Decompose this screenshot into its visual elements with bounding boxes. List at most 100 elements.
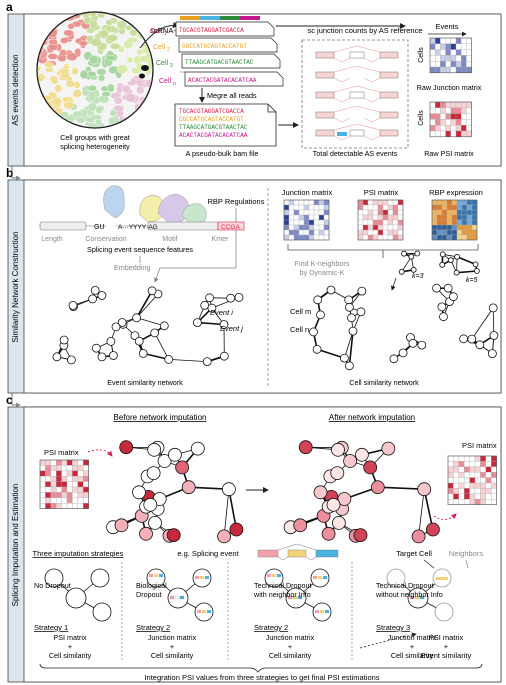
cell-blob	[51, 78, 59, 85]
c-psi-right-cell	[464, 477, 470, 484]
b-junction-cell	[303, 219, 310, 226]
b-rbp-cell	[441, 199, 448, 206]
b-rbp-cell	[456, 209, 463, 216]
raw-junction-cell	[429, 66, 436, 73]
cell-sub-2: 2	[167, 47, 170, 53]
junction-arc	[333, 85, 381, 93]
c-psi-right-cell	[469, 466, 476, 473]
cell-net-node	[339, 353, 349, 363]
b-junction-cell	[318, 224, 325, 231]
raw-psi-cell	[440, 130, 446, 137]
b-junction-cell	[313, 219, 320, 226]
junction-arc	[333, 117, 351, 123]
cell-blob	[62, 96, 70, 103]
cell-net-node	[439, 312, 448, 322]
c-psi-right-cell	[447, 472, 454, 478]
raw-junction-cell	[445, 49, 451, 56]
raw-junction-cell	[440, 37, 446, 44]
b-psi-cell	[387, 199, 394, 206]
after-net-node	[370, 480, 385, 495]
raw-psi-cell	[450, 107, 457, 114]
psi-to-network-arrow	[87, 449, 113, 457]
b-psi-cell	[357, 209, 364, 216]
c-psi-left-cell	[83, 481, 89, 488]
cell-net-node	[312, 344, 322, 354]
b-psi-cell	[387, 234, 394, 241]
c-psi-right-cell	[491, 499, 497, 505]
raw-psi-cell	[466, 119, 472, 126]
c-psi-right-cell	[469, 493, 476, 500]
b-rbp-cell	[471, 214, 478, 221]
example-splicing-event	[257, 543, 339, 561]
strategy-neighbor-node	[264, 568, 284, 588]
b-rbp-cell	[446, 224, 453, 231]
b-psi-cell	[387, 224, 394, 231]
b-psi-cell	[392, 214, 399, 221]
c-psi-left-cell	[77, 503, 84, 509]
exon-right	[379, 111, 399, 119]
strategy-formula1-1: PSI matrix	[53, 633, 87, 642]
before-net-node	[132, 485, 146, 500]
cell-groups-caption-line1: Cell groups with great	[60, 133, 130, 142]
b-psi-cell	[382, 224, 389, 231]
c-psi-left-cell	[45, 465, 51, 471]
after-net-node	[337, 492, 352, 506]
b-junction-cell	[313, 234, 320, 241]
b-rbp-cell	[466, 234, 473, 241]
network-to-psi-arrow	[433, 513, 457, 520]
after-net-node	[326, 497, 341, 512]
cell-blob	[139, 73, 145, 79]
junction-arc	[333, 123, 381, 131]
read-color-bar	[220, 16, 240, 20]
b-psi-cell	[382, 209, 389, 216]
raw-junction-cell	[461, 49, 467, 56]
b-junction-cell	[313, 214, 320, 221]
cell-blob	[58, 68, 70, 74]
c-psi-left-cell	[66, 481, 73, 488]
junction-matrix-label: Junction matrix	[282, 188, 333, 197]
event-net-node	[207, 303, 217, 313]
b-rbp-cell	[431, 219, 438, 226]
b-rbp-cell	[431, 224, 438, 231]
c-psi-left-cell	[66, 503, 73, 509]
c-psi-right-cell	[458, 466, 465, 473]
total-events-caption: Total detectable AS events	[313, 149, 398, 158]
raw-junction-cell	[461, 37, 467, 44]
junction-arc	[333, 135, 351, 141]
psi-matrix-left-label: PSI matrix	[44, 448, 79, 457]
b-junction-cell	[313, 229, 320, 236]
c-psi-left-cell	[66, 476, 73, 482]
raw-psi-matrix	[429, 101, 472, 138]
c-psi-left-cell	[45, 497, 51, 504]
raw-junction-cell	[445, 37, 451, 44]
c-psi-right-cell	[491, 477, 497, 484]
raw-psi-cell	[455, 125, 462, 132]
cell-blob	[87, 102, 98, 112]
scrnaseq-arrow	[139, 21, 179, 49]
b-rbp-cell	[466, 224, 473, 231]
event-net-node	[234, 292, 244, 302]
c-psi-right-cell	[453, 488, 459, 494]
b-psi-cell	[397, 209, 404, 216]
feature-label-kmer: Kmer	[212, 236, 229, 243]
cell-blob	[97, 74, 105, 82]
three-strategies-label: Three imputation strategies	[33, 549, 124, 558]
c-psi-right-cell	[480, 455, 486, 462]
c-psi-right-cell	[485, 499, 492, 505]
event-net-node	[219, 351, 229, 361]
b-psi-cell	[357, 219, 364, 226]
mini-event	[315, 610, 319, 613]
b-rbp-cell	[456, 224, 463, 231]
strategy-title-4: Technical Dropout	[376, 581, 434, 590]
raw-junction-cell	[445, 43, 451, 50]
strategy-formula3-4: Cell similarity	[391, 651, 434, 660]
k5-net-node	[447, 257, 454, 264]
b-rbp-cell	[436, 219, 443, 226]
c-psi-right-cell	[474, 482, 481, 489]
eg-splicing-label: e.g. Splicing event	[177, 549, 239, 558]
raw-junction-matrix	[429, 37, 472, 74]
raw-psi-cell	[429, 119, 436, 126]
cell-blob	[101, 91, 111, 98]
cell-blob	[116, 20, 127, 30]
b-psi-cell	[382, 199, 389, 206]
